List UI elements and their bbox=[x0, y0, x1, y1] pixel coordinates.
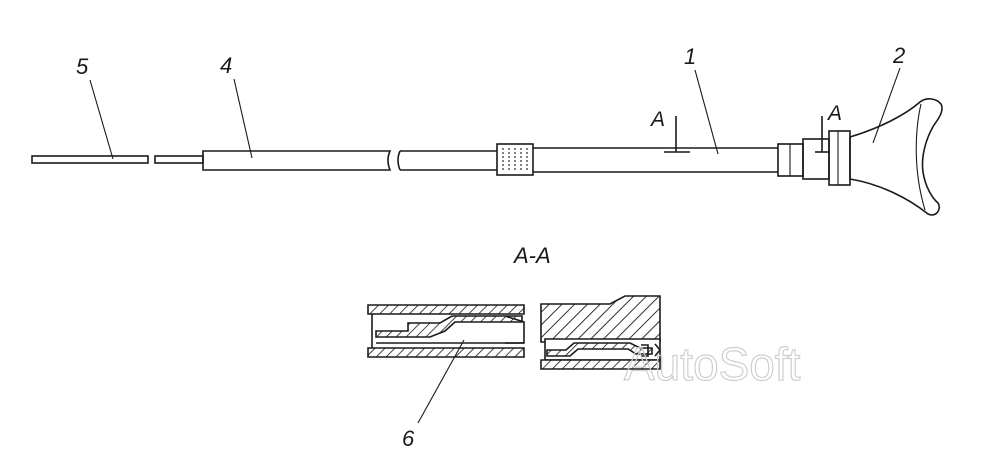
part-label-5: 5 bbox=[76, 54, 89, 79]
break-line bbox=[397, 150, 401, 171]
leader-lines bbox=[89, 67, 901, 160]
section-view: 6 bbox=[367, 295, 662, 451]
watermark: AutoSoft bbox=[624, 338, 801, 390]
part-label-1: 1 bbox=[684, 44, 696, 69]
section-mark-left: A bbox=[649, 108, 665, 131]
section-cut-right bbox=[815, 116, 830, 153]
coupling-sleeve bbox=[496, 143, 534, 176]
section-title: A-A bbox=[512, 243, 551, 268]
section-right bbox=[540, 295, 662, 370]
guide-tube-section bbox=[202, 150, 392, 171]
dipstick-tube bbox=[533, 147, 778, 173]
section-left bbox=[367, 304, 525, 358]
upper-tube bbox=[400, 150, 497, 171]
part-label-2: 2 bbox=[892, 43, 905, 68]
part-label-4: 4 bbox=[220, 53, 232, 78]
part-label-6: 6 bbox=[402, 426, 415, 451]
section-mark-right: A bbox=[826, 102, 842, 125]
blade-tip bbox=[31, 155, 204, 164]
handle-grip bbox=[849, 98, 943, 216]
section-cut-left bbox=[664, 116, 690, 153]
dipstick-assembly: 5 4 1 2 A A bbox=[31, 43, 943, 216]
handle-flange bbox=[828, 130, 851, 186]
leader-line-6 bbox=[417, 339, 465, 424]
